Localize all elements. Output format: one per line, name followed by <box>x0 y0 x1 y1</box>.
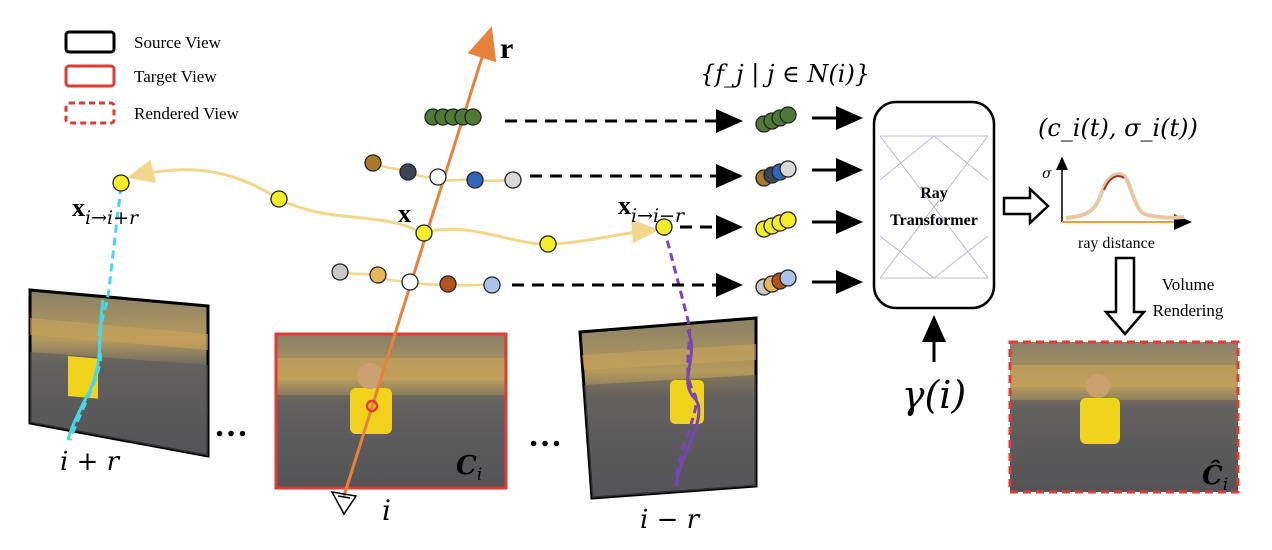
volume-rendering-arrow <box>1103 256 1147 336</box>
flow-backward-curve <box>421 219 659 246</box>
ray-sample-dots <box>112 108 673 294</box>
volume-label-1: Volume <box>1162 275 1215 294</box>
rendered-image-label: Ĉi <box>1202 459 1228 495</box>
rendered-image: Ĉi <box>1008 340 1240 495</box>
forward-correspondence-line <box>68 185 123 441</box>
transformer-label-1: Ray <box>920 185 948 202</box>
target-image-label: Ci <box>456 451 482 485</box>
ray-distance-label: ray distance <box>1078 235 1155 252</box>
frame-backward-label: i − r <box>640 505 701 535</box>
ray-label: r <box>500 32 513 65</box>
volume-label-2: Rendering <box>1153 301 1224 320</box>
frame-forward-label: i + r <box>60 447 121 477</box>
legend-target-label: Target View <box>134 67 217 86</box>
feature-dashed-arrows <box>505 109 743 297</box>
point-x-label: x <box>398 199 411 228</box>
density-plot: σ ray distance <box>1042 156 1192 252</box>
point-x-backward <box>655 218 673 236</box>
target-image: Ci <box>274 332 508 490</box>
camera-icon <box>330 491 358 516</box>
ellipsis-left: … <box>214 407 248 444</box>
feature-set-label: {f_j | j ∈ N(i)} <box>700 60 870 89</box>
ray-pixel <box>365 399 379 413</box>
output-arrow <box>1002 186 1050 226</box>
time-embed-label: γ(i) <box>902 373 967 417</box>
x-backward-label: xi→i−r <box>618 191 686 227</box>
source-image-backward <box>578 316 758 500</box>
frame-target-label: i <box>382 494 391 527</box>
sigma-label: σ <box>1042 166 1052 182</box>
legend-rendered-label: Rendered View <box>134 104 240 123</box>
output-label: (c_i(t), σ_i(t)) <box>1038 114 1198 142</box>
legend-source-label: Source View <box>134 33 222 52</box>
ray-transformer-box: Ray Transformer <box>872 100 996 310</box>
backward-correspondence-solid <box>674 329 701 487</box>
forward-correspondence-solid <box>66 299 105 441</box>
ellipsis-right: … <box>528 417 562 454</box>
feature-stacks <box>755 106 797 296</box>
point-x-forward <box>112 174 130 192</box>
x-forward-label: xi→i+r <box>72 193 140 229</box>
legend-source-swatch <box>64 30 116 54</box>
legend: Source View Target View Rendered View <box>64 30 240 125</box>
point-x <box>415 224 433 242</box>
source-image-forward <box>28 288 210 458</box>
transformer-input-arrows <box>812 106 863 294</box>
transformer-label-2: Transformer <box>890 212 978 229</box>
legend-rendered-swatch <box>64 101 116 125</box>
legend-target-swatch <box>64 64 116 88</box>
